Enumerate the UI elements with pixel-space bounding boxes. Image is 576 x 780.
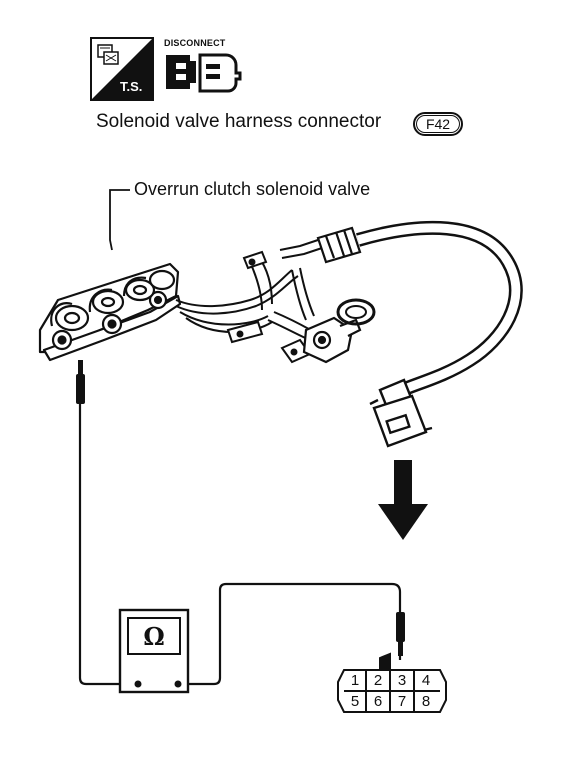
solenoid-valve-assembly: [38, 262, 182, 362]
ohm-symbol: Ω: [143, 622, 165, 651]
pin-label: 8: [421, 693, 431, 710]
pin-label: 3: [397, 672, 407, 689]
pin-label: 5: [350, 693, 360, 710]
ohmmeter: [118, 608, 190, 694]
pin-label: 2: [373, 672, 383, 689]
harness-connector-plug: [369, 378, 433, 448]
connector-face: [337, 652, 447, 713]
disconnect-label: DISCONNECT: [164, 38, 226, 48]
test-leads: [78, 360, 402, 686]
harness-grommet: [316, 226, 362, 264]
valve-leader-line: [109, 189, 130, 251]
pin-label: 1: [350, 672, 360, 689]
pin-label: 7: [397, 693, 407, 710]
pin-label: 6: [373, 693, 383, 710]
down-arrow-icon: [378, 460, 428, 540]
disconnect-icon: [166, 53, 242, 93]
valve-caption: Overrun clutch solenoid valve: [134, 179, 371, 199]
harness-cable: [356, 220, 523, 399]
connector-caption: Solenoid valve harness connector: [96, 111, 382, 132]
connector-id-badge: F42: [413, 112, 463, 136]
wire-harness: [175, 239, 323, 341]
harness-clips: [226, 250, 312, 364]
troubleshooting-icon: [90, 37, 154, 101]
probe-tips: [76, 360, 405, 656]
troubleshooting-label: T.S.: [120, 79, 143, 94]
o-ring: [336, 298, 376, 326]
pin-label: 4: [421, 672, 431, 689]
